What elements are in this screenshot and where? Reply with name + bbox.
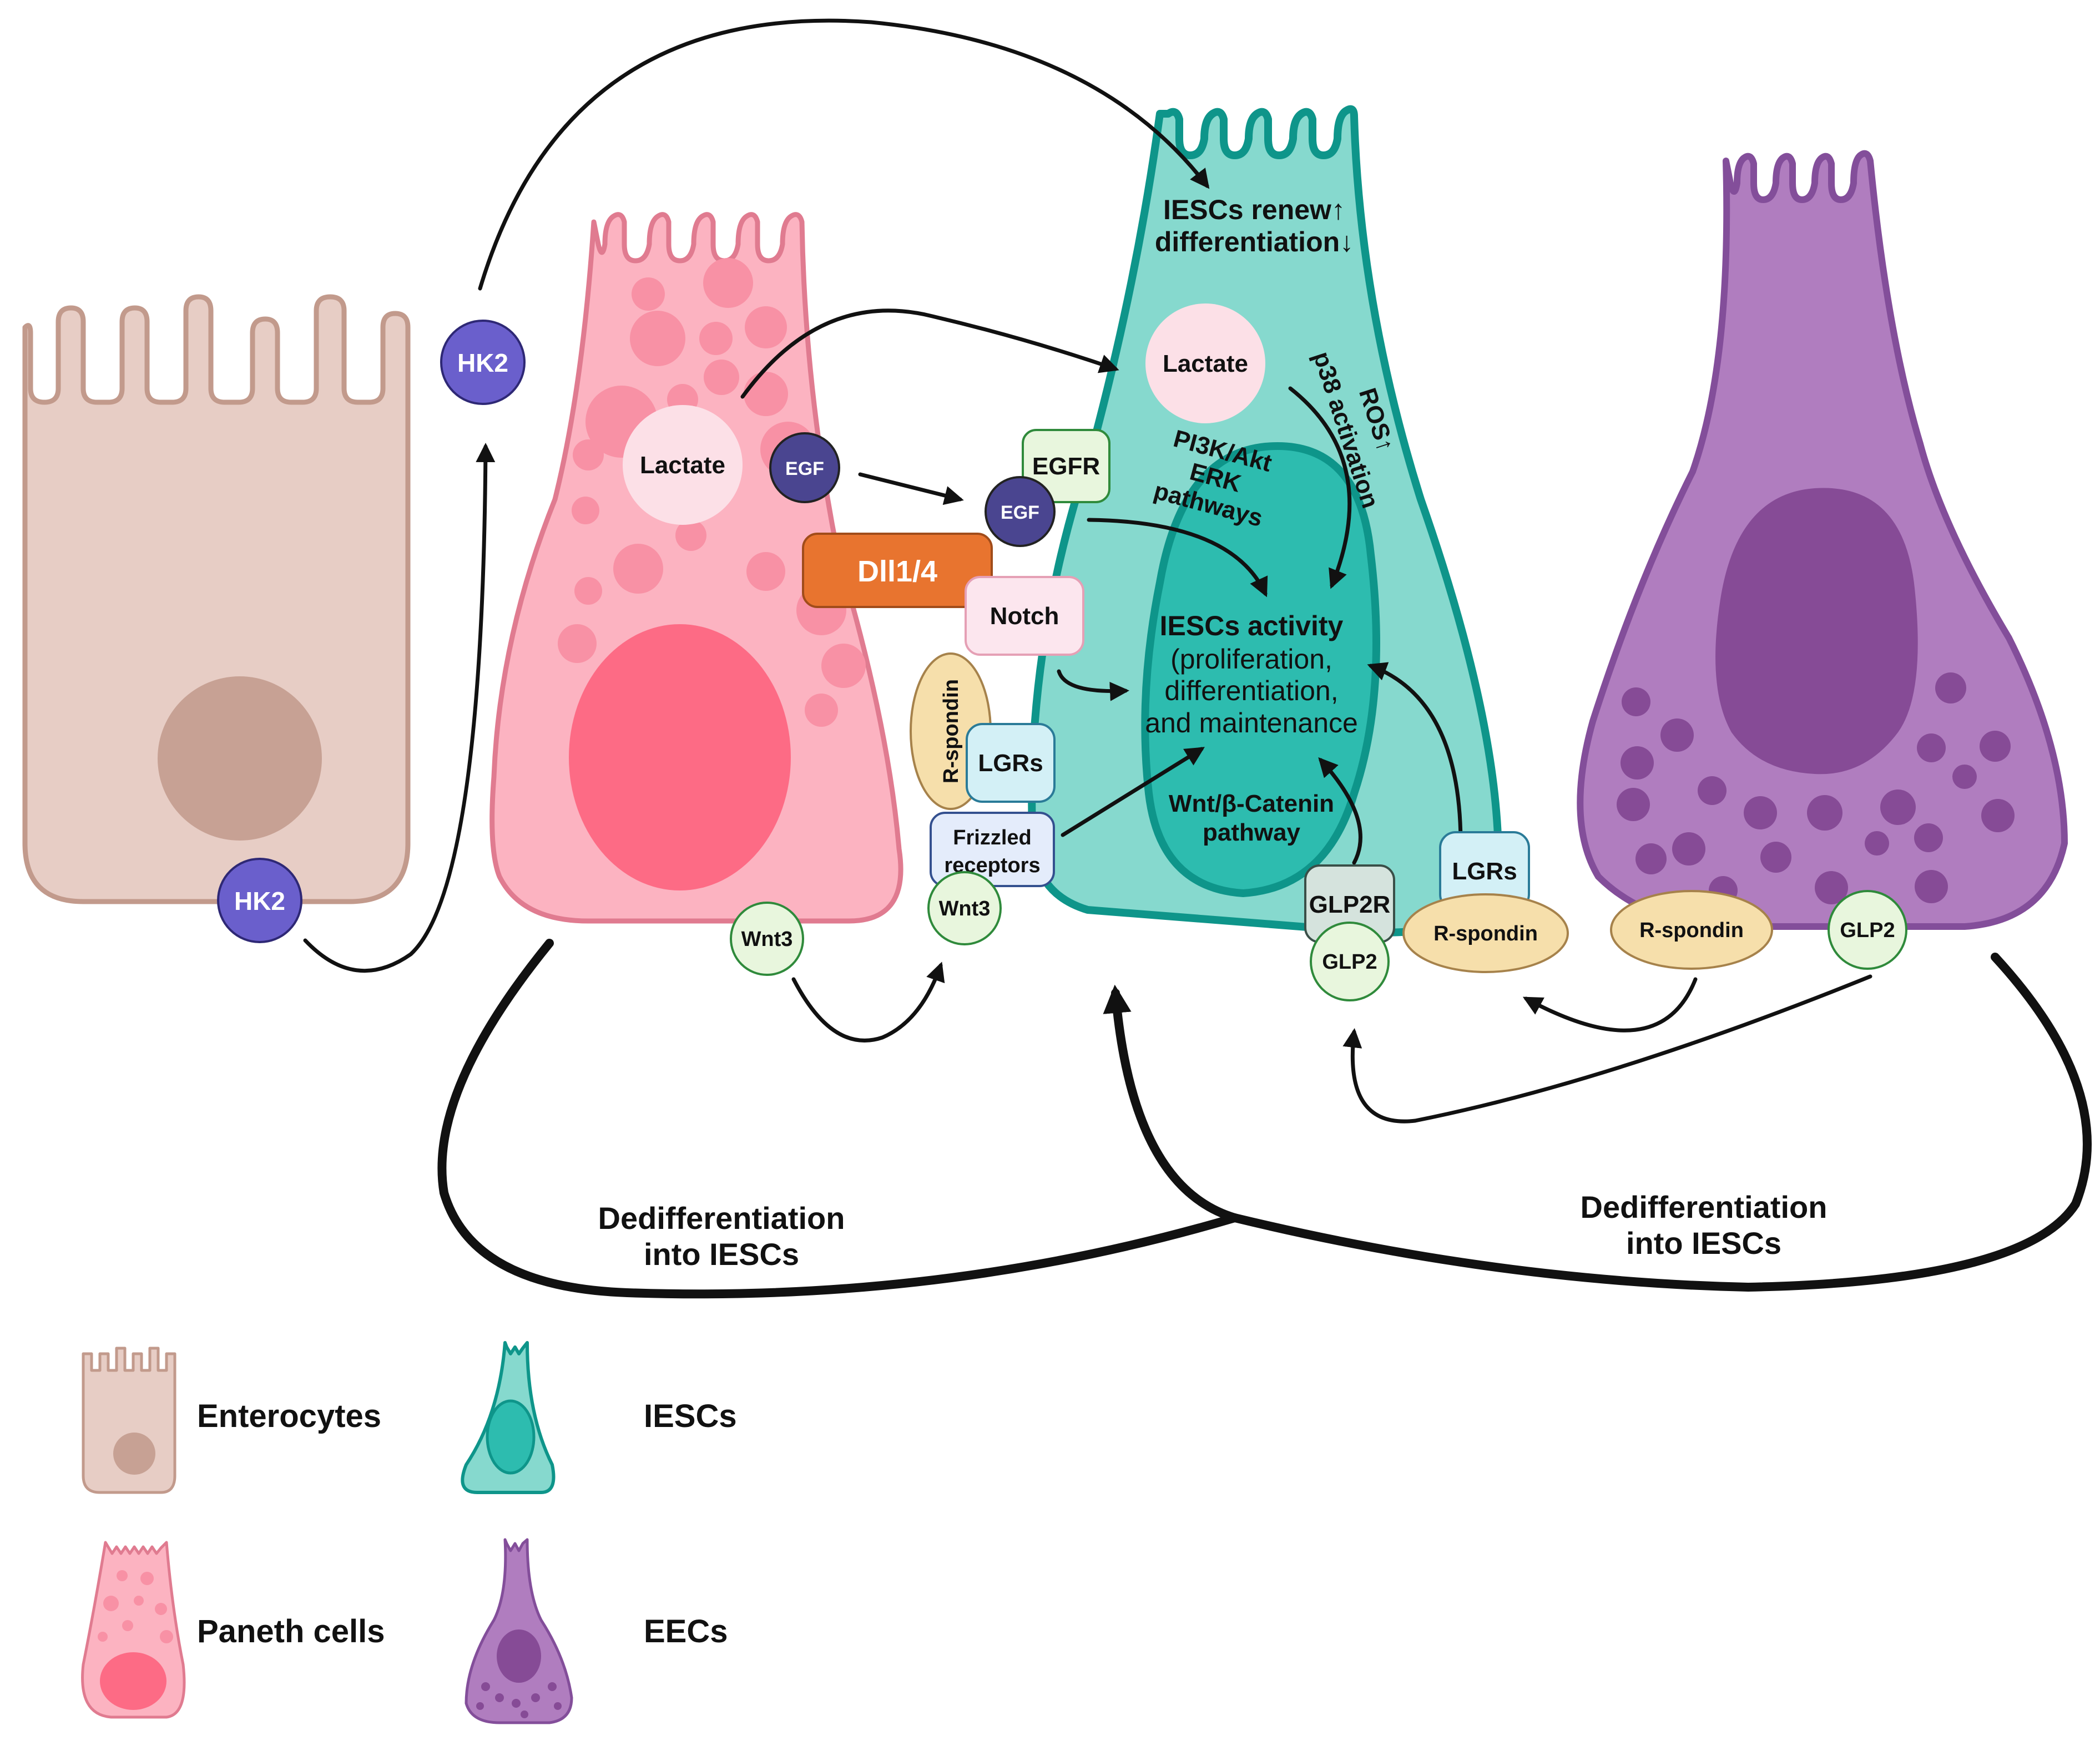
eec-granules (1617, 672, 2015, 905)
dediff-arrow-right (1230, 953, 2092, 1292)
legend-iescs-label: IESCs (644, 1398, 737, 1434)
wnt3-molecule-a: Wnt3 (730, 902, 804, 976)
egf-molecule-a: EGF (769, 432, 840, 503)
egf-molecule-b: EGF (985, 476, 1056, 547)
legend-eec-icon (465, 1538, 573, 1724)
legend-iesc-icon (461, 1341, 556, 1494)
activity-title: IESCs activity (1160, 610, 1344, 641)
dediff-left-label-1: Dedifferentiation (598, 1201, 845, 1236)
pathway-labels: IESCs renew↑ differentiation↓ ROS↑ p38 a… (598, 194, 1828, 1272)
arrow-glp2 (1342, 974, 1872, 1123)
arrow-lgrs-activity (1367, 662, 1463, 843)
lgrs-label-left: LGRs (978, 750, 1043, 777)
paneth-nucleus (569, 624, 791, 890)
egfr-label: EGFR (1032, 453, 1100, 480)
signal-arrows (303, 18, 1872, 1123)
eec-cell (1577, 150, 2068, 930)
dediff-right-label-1: Dedifferentiation (1581, 1190, 1828, 1224)
glp2r-label: GLP2R (1309, 891, 1391, 918)
dediff-arrows (437, 939, 2092, 1299)
egf-label-b: EGF (1001, 502, 1039, 523)
glp2-molecule-b: GLP2 (1828, 890, 1907, 970)
arrow-egfr-activity (1087, 518, 1268, 598)
legend-enterocyte-icon (82, 1347, 176, 1494)
wnt-pathway-label-2: pathway (1203, 819, 1301, 846)
enterocyte-nucleus (158, 676, 322, 841)
rspondin-molecule-eec: R-spondin (1610, 890, 1773, 970)
legend-enterocytes-label: Enterocytes (197, 1398, 381, 1434)
wnt3-label-b: Wnt3 (939, 897, 991, 920)
activity-line-3: differentiation, (1164, 675, 1338, 706)
notch-label: Notch (990, 603, 1059, 630)
lactate-iesc-label: Lactate (1163, 350, 1248, 377)
rspondin-eec-label: R-spondin (1639, 919, 1744, 942)
arrow-frizzled-activity (1061, 747, 1205, 837)
arrow-wnt3 (791, 961, 945, 1042)
arrow-lactate-ros (1288, 386, 1352, 589)
rspondin-vertical-label: R-spondin (940, 679, 963, 783)
lactate-iesc: Lactate (1145, 303, 1265, 423)
arrow-egf (858, 472, 964, 505)
notch-receptor: Notch (965, 576, 1084, 656)
arrow-hk2-to-iesc (478, 18, 1210, 291)
rspondin-iesc-label: R-spondin (1433, 922, 1538, 945)
dediff-arrow-left (437, 939, 1239, 1299)
glp2-label-b: GLP2 (1840, 919, 1895, 942)
dediff-arrow-up (1103, 984, 1239, 1222)
arrow-rspondin (1522, 977, 1698, 1033)
lgrs-label-right: LGRs (1452, 858, 1517, 885)
dediff-left-label-2: into IESCs (644, 1237, 799, 1272)
lactate-paneth: Lactate (623, 405, 743, 525)
lgrs-receptor-left: LGRs (966, 723, 1056, 803)
activity-line-2: (proliferation, (1170, 644, 1332, 675)
legend: Enterocytes IESCs Paneth cells (81, 1341, 737, 1724)
activity-line-4: and maintenance (1145, 707, 1358, 738)
dll-label: Dll1/4 (857, 555, 937, 588)
glp2-molecule-a: GLP2 (1310, 922, 1390, 1001)
rspondin-molecule-iesc: R-spondin (1402, 893, 1569, 973)
wnt-pathway-label-1: Wnt/β-Catenin (1169, 790, 1334, 817)
dediff-right-label-2: into IESCs (1626, 1226, 1781, 1261)
iesc-nucleus (1141, 442, 1380, 898)
differentiation-label: differentiation↓ (1155, 226, 1354, 257)
glp2-label-a: GLP2 (1322, 950, 1377, 974)
arrow-glp2r-activity (1318, 757, 1362, 865)
wnt3-label-a: Wnt3 (741, 928, 793, 951)
lactate-paneth-label: Lactate (640, 452, 725, 479)
frizzled-label-1: Frizzled (953, 826, 1031, 849)
molecules: HK2 HK2 Lactate Lactate EGF EGFR EGF (217, 303, 1907, 1001)
egf-label-a: EGF (785, 458, 824, 479)
iesc-cell (1028, 105, 1502, 937)
hk2-molecule-top: HK2 (440, 320, 526, 405)
arrow-notch-activity (1057, 669, 1129, 701)
egfr-receptor: EGFR (1022, 429, 1110, 503)
wnt3-molecule-b: Wnt3 (927, 871, 1002, 945)
paneth-cell (489, 212, 903, 924)
arrow-lactate-to-iesc (740, 308, 1119, 399)
hk2-label-top: HK2 (457, 348, 508, 377)
hk2-label-bottom: HK2 (234, 887, 285, 915)
legend-eecs-label: EECs (644, 1613, 728, 1649)
arrow-hk2-up (303, 443, 496, 973)
hk2-molecule-bottom: HK2 (217, 858, 302, 943)
renew-label: IESCs renew↑ (1163, 194, 1345, 225)
enterocyte-cell (22, 294, 411, 904)
legend-paneth-icon (81, 1541, 186, 1719)
eec-nucleus (1715, 488, 1918, 775)
legend-paneth-label: Paneth cells (197, 1613, 385, 1649)
dll-ligand: Dll1/4 (802, 533, 993, 608)
